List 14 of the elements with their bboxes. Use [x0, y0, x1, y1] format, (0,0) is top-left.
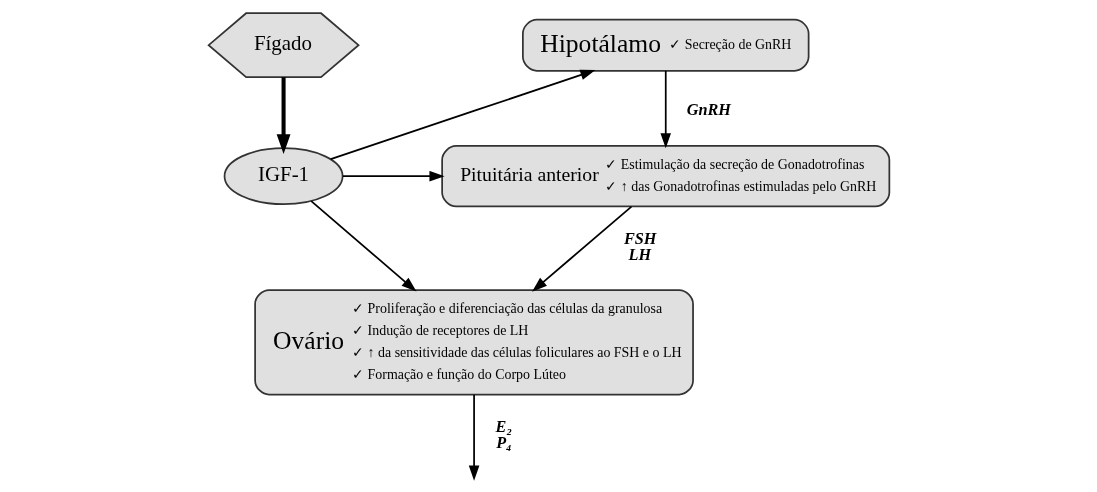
arrow	[531, 205, 632, 292]
edge-label: FSH LH	[623, 229, 656, 265]
arrow	[309, 200, 416, 292]
node-ellipse: IGF-1	[223, 147, 343, 206]
node-box: Pituitária anterior ✓ Estimulação da secreção de Gonadotrofinas ✓ ↑ das Gonadotrofinas estimuladas pelo GnRH	[440, 145, 890, 208]
arrow	[276, 77, 290, 155]
edge-label: GnRH	[686, 101, 731, 120]
arrow	[468, 393, 479, 481]
arrow	[341, 170, 445, 182]
node-box: Ovário ✓ Proliferação e diferenciação das células da granulosa ✓ Indução de receptores de LH ✓ ↑ da sensitividade das células foliculares ao FSH e o LH ✓ Formação e função do Corpo Lúteo	[253, 289, 694, 396]
edge-label: E₂ P₄	[495, 417, 512, 453]
arrow	[329, 69, 595, 160]
node-box: Hipotálamo ✓ Secreção de GnRH	[521, 18, 809, 72]
arrow	[659, 70, 671, 149]
